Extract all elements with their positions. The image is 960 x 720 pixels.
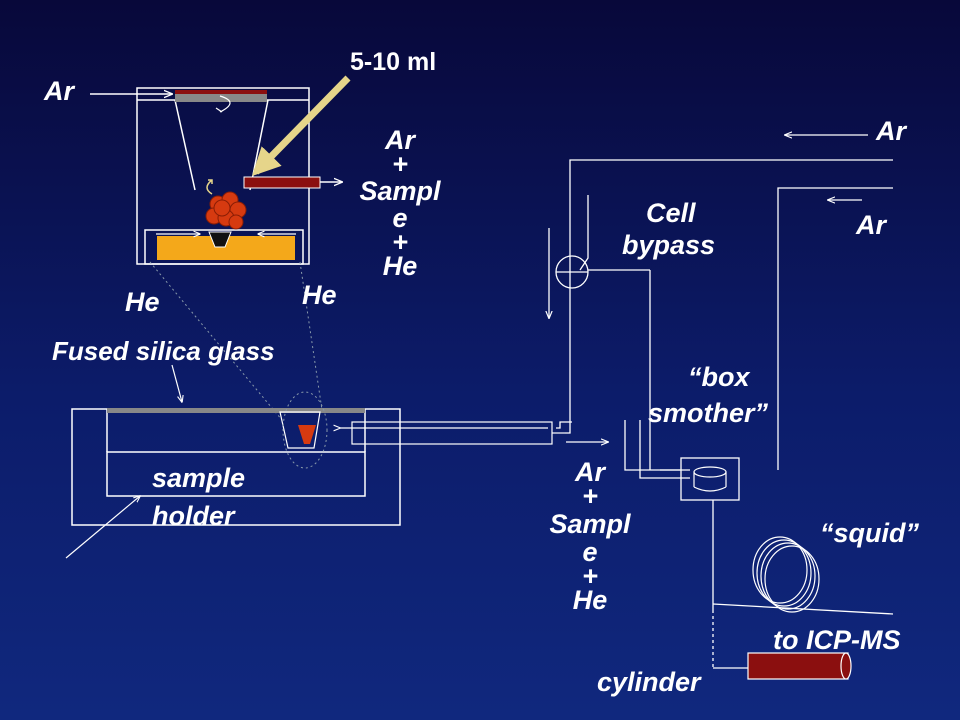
ar-right-mid-label: Ar [856, 210, 887, 240]
crystal-holder-cup [208, 231, 232, 248]
cell-bypass-label-line1: Cell [646, 198, 696, 228]
smother-canister [693, 466, 727, 492]
squid-label: “squid” [820, 518, 919, 548]
to-icpms-label: to ICP-MS [773, 625, 901, 655]
fused-silica-pointer [171, 364, 182, 402]
volume-pointer-arrow [252, 75, 351, 177]
rotation-arrow-top [215, 95, 231, 113]
flow-bottom-line: Ar [574, 457, 605, 487]
flow-label-bottom: Ar + Sampl e + He [538, 457, 642, 615]
flow-bottom-line: + [582, 481, 598, 511]
squid-coil [752, 536, 820, 613]
transfer-tube [340, 421, 565, 445]
zoom-circle [282, 391, 328, 469]
flow-top-line: Sampl [359, 176, 441, 206]
fused-silica-window [107, 408, 365, 413]
flow-top-line: e [392, 203, 408, 233]
gas-cylinder-end [840, 652, 852, 680]
sample-stage-frame [144, 229, 304, 265]
flow-bottom-line: Sampl [549, 509, 631, 539]
flow-bottom-line: e [582, 537, 598, 567]
window-seal [175, 90, 267, 94]
flow-top-line: He [382, 251, 418, 281]
flow-top-line: Ar [384, 125, 415, 155]
gas-cylinder [747, 652, 849, 680]
cell-bypass-label-line2: bypass [622, 230, 716, 260]
flow-label-top: Ar + Sampl e + He [348, 125, 452, 281]
flow-top-line: + [392, 227, 408, 257]
outlet-tube [243, 176, 321, 189]
sample-holder-label-line1: sample [152, 463, 246, 493]
zoom-lines [149, 261, 323, 421]
box-smother-label-line1: “box [688, 362, 750, 392]
sample-holder-label-line2: holder [152, 501, 235, 531]
cylinder-label: cylinder [597, 667, 701, 697]
sample-holder-pointer [65, 496, 140, 559]
ar-right-top-label: Ar [876, 116, 907, 146]
rotation-arrow-crystal [206, 179, 213, 195]
crystal-cluster [205, 191, 247, 230]
volume-label: 5-10 ml [350, 48, 437, 76]
fused-silica-label: Fused silica glass [52, 336, 275, 366]
ar-inlet-label: Ar [44, 76, 75, 106]
flow-top-line: + [392, 149, 408, 179]
he-right-label: He [302, 280, 337, 310]
gas-lines [549, 159, 894, 669]
he-left-label: He [125, 287, 160, 317]
cone-left-wall [174, 99, 196, 191]
sample-cup [279, 411, 321, 449]
flow-bottom-line: + [582, 561, 598, 591]
box-smother-label-line2: smother” [648, 398, 769, 428]
flow-bottom-line: He [572, 585, 608, 615]
sample-crystal-small [298, 425, 316, 444]
